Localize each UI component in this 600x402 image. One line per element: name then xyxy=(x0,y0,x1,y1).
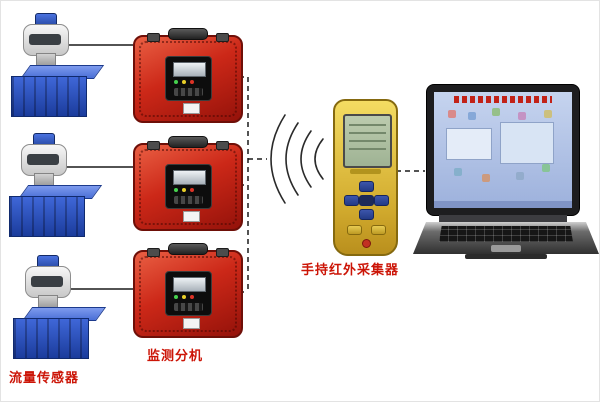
laptop-stand-shadow xyxy=(465,254,547,259)
led-red-icon xyxy=(190,188,194,192)
meter-display-band xyxy=(31,276,63,287)
case-latch-left xyxy=(147,33,160,42)
control-panel xyxy=(165,164,212,209)
led-green-icon xyxy=(174,295,178,299)
function-button xyxy=(371,225,386,235)
case-label-tag xyxy=(183,103,200,114)
desktop-icon xyxy=(454,168,462,176)
flow-sensor-group xyxy=(13,255,107,359)
wireless-signal-arcs xyxy=(270,114,324,204)
desktop-icon xyxy=(518,112,526,120)
desktop-icon xyxy=(492,108,500,116)
desktop-icon xyxy=(516,172,524,180)
lcd-text-line xyxy=(349,124,386,126)
case-latch-left xyxy=(147,141,160,150)
laptop-computer xyxy=(413,85,599,261)
flow-meter xyxy=(25,255,71,309)
led-yellow-icon xyxy=(182,295,186,299)
case-handle xyxy=(168,243,208,255)
software-window xyxy=(500,122,554,164)
dpad-center-button xyxy=(359,195,374,206)
lcd-text-line xyxy=(349,132,386,134)
case-label-tag xyxy=(183,318,200,329)
panel-keypad xyxy=(174,88,203,96)
handheld-collector-label: 手持红外采集器 xyxy=(301,262,400,277)
meter-body xyxy=(23,24,69,56)
panel-display xyxy=(173,170,206,185)
led-green-icon xyxy=(174,188,178,192)
screen-taskbar xyxy=(434,201,572,208)
laptop-touchpad xyxy=(491,245,521,252)
monitor-unit-label: 监测分机 xyxy=(147,348,204,363)
desktop-icon xyxy=(482,174,490,182)
panel-display xyxy=(173,62,206,77)
case-latch-left xyxy=(147,248,160,257)
lcd-text-line xyxy=(349,148,386,150)
monitor-unit-box xyxy=(133,243,243,338)
desktop-icon xyxy=(544,110,552,118)
power-indicator-dot xyxy=(362,239,371,248)
flow-meter xyxy=(21,133,67,187)
desktop-icon xyxy=(468,112,476,120)
case-handle xyxy=(168,28,208,40)
sensor-tank xyxy=(9,185,103,237)
flow-sensor-label: 流量传感器 xyxy=(9,370,80,385)
handheld-lcd xyxy=(343,114,392,168)
flow-sensor-group xyxy=(11,13,105,117)
monitor-unit-box xyxy=(133,136,243,231)
flow-sensor-group xyxy=(9,133,103,237)
meter-body xyxy=(21,144,67,176)
control-panel xyxy=(165,56,212,101)
dpad-left-button xyxy=(344,195,359,206)
dpad-up-button xyxy=(359,181,374,192)
dpad-right-button xyxy=(374,195,389,206)
led-yellow-icon xyxy=(182,80,186,84)
led-red-icon xyxy=(190,295,194,299)
software-window xyxy=(446,128,492,160)
case-latch-right xyxy=(216,248,229,257)
laptop-hinge xyxy=(439,215,567,222)
panel-keypad xyxy=(174,196,203,204)
lcd-text-line xyxy=(349,140,386,142)
case-latch-right xyxy=(216,33,229,42)
meter-display-band xyxy=(29,34,61,45)
led-yellow-icon xyxy=(182,188,186,192)
meter-body xyxy=(25,266,71,298)
monitor-unit-box xyxy=(133,28,243,123)
function-button xyxy=(347,225,362,235)
tank-front-face xyxy=(9,196,85,237)
sensor-tank xyxy=(13,307,107,359)
panel-display xyxy=(173,277,206,292)
handheld-collector xyxy=(333,99,398,256)
handheld-brand-strip xyxy=(350,169,381,174)
screen-heading-text xyxy=(454,96,552,103)
tank-front-face xyxy=(13,318,89,359)
desktop-icon xyxy=(448,110,456,118)
laptop-base xyxy=(413,222,599,254)
case-latch-right xyxy=(216,141,229,150)
case-handle xyxy=(168,136,208,148)
flow-meter xyxy=(23,13,69,67)
desktop-icon xyxy=(542,164,550,172)
sensor-tank xyxy=(11,65,105,117)
led-red-icon xyxy=(190,80,194,84)
dpad-down-button xyxy=(359,209,374,220)
led-green-icon xyxy=(174,80,178,84)
case-label-tag xyxy=(183,211,200,222)
tank-front-face xyxy=(11,76,87,117)
laptop-screen-frame xyxy=(427,85,579,215)
laptop-display xyxy=(434,92,572,208)
control-panel xyxy=(165,271,212,316)
laptop-keyboard xyxy=(439,226,573,242)
panel-keypad xyxy=(174,303,203,311)
meter-display-band xyxy=(27,154,59,165)
